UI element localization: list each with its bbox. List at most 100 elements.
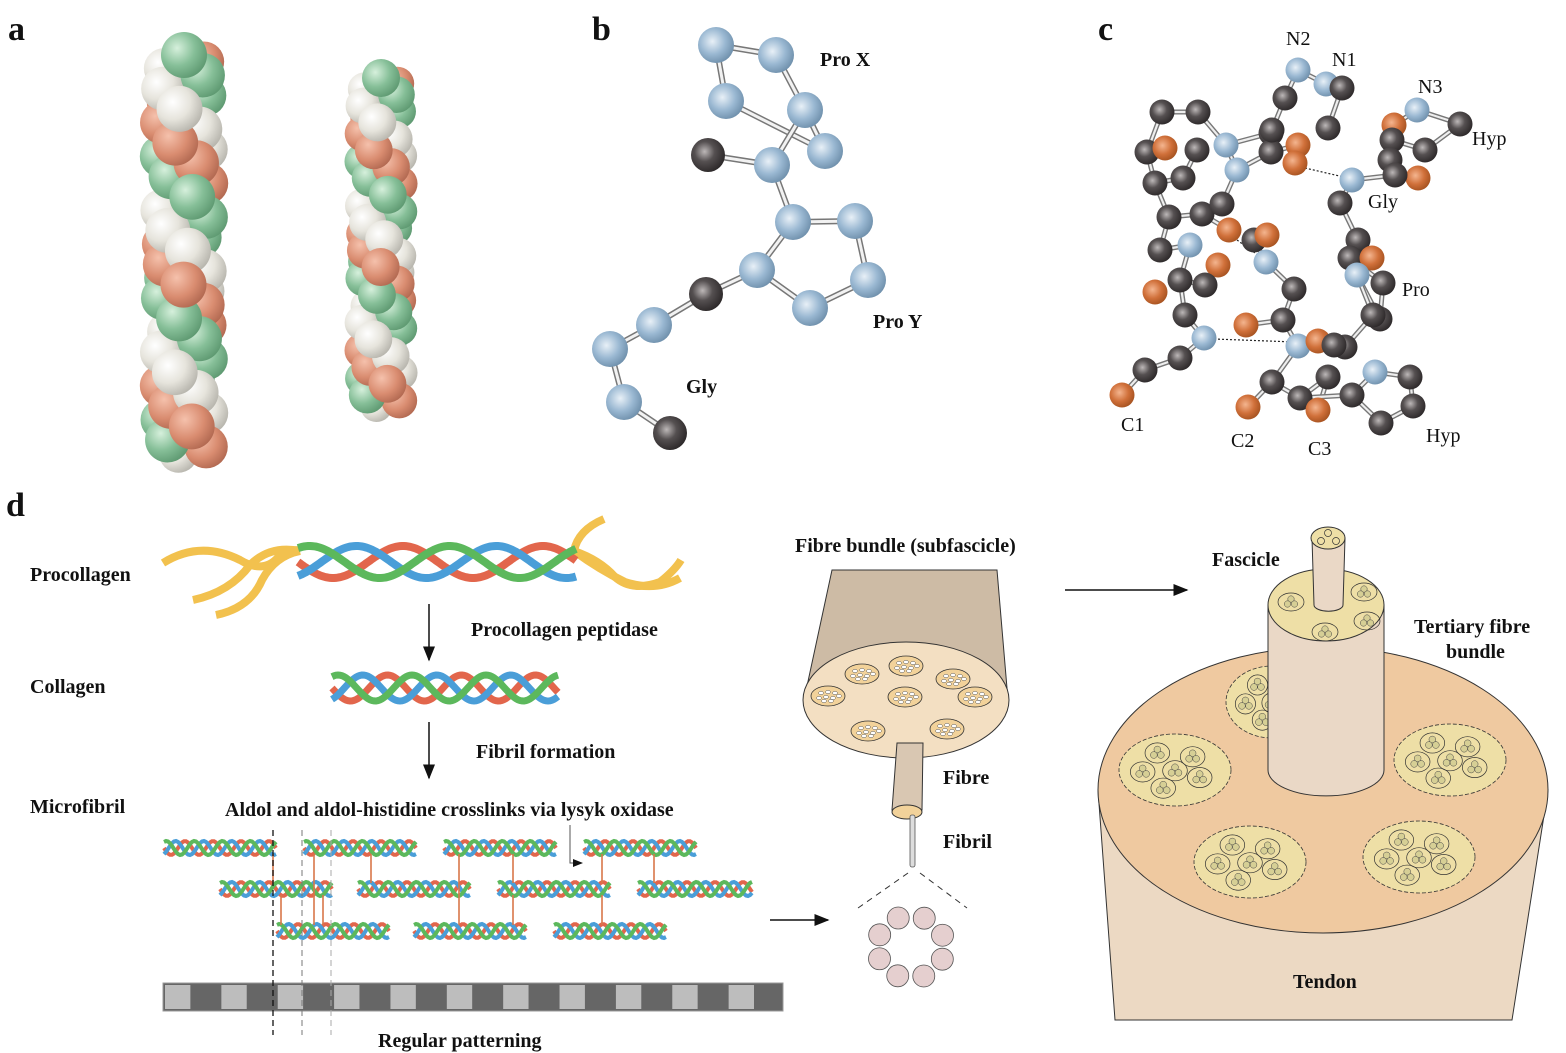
helix-atom xyxy=(161,32,207,78)
triple-helix-long-model xyxy=(139,32,229,473)
fibril-cross-section xyxy=(818,691,824,695)
fibril-cross-section xyxy=(858,726,864,730)
carbon-atom xyxy=(1258,139,1284,165)
oxygen-atom xyxy=(1235,394,1261,420)
fibril-cross-section xyxy=(862,677,868,681)
helix-atom xyxy=(354,131,393,170)
fibril-cross-section xyxy=(865,725,871,729)
fibre-bundle-unit xyxy=(1407,873,1415,881)
label-regular-patterning: Regular patterning xyxy=(378,1030,542,1052)
oxygen-atom xyxy=(1152,135,1178,161)
fibril-cross-section xyxy=(955,727,961,731)
carbon-atom xyxy=(1259,117,1285,143)
carbon-atom xyxy=(1321,332,1347,358)
carbon-atom xyxy=(1189,201,1215,227)
label-gly-b: Gly xyxy=(686,376,717,398)
fibril-cross-section xyxy=(910,661,916,665)
carbon-atom xyxy=(653,416,687,450)
carbon-atom xyxy=(1272,85,1298,111)
fibre-bundle-unit xyxy=(1474,765,1482,774)
fibre-bundle-unit xyxy=(1271,862,1279,870)
propeptide-strand xyxy=(571,547,682,591)
fibril-shaft xyxy=(909,814,916,868)
nitrogen-atom xyxy=(775,204,811,240)
fibre-bundle-unit xyxy=(1463,739,1472,747)
fascicle xyxy=(1406,847,1432,869)
fascicle-cross-sections xyxy=(1277,582,1381,642)
microfibril-unit xyxy=(886,906,910,930)
fibre-bundle-unit xyxy=(1246,855,1254,863)
fascicle xyxy=(1129,761,1156,783)
fibril-cross-section xyxy=(907,697,913,701)
bond-highlight xyxy=(725,99,826,153)
propeptide-strand xyxy=(570,515,606,552)
fibre-bundle-unit xyxy=(1425,741,1433,749)
nitrogen-atom xyxy=(1253,249,1279,275)
fascicle xyxy=(1419,732,1446,754)
gap-zone xyxy=(390,985,416,1009)
fibre-bundle-unit xyxy=(1157,751,1165,759)
carbon-atom xyxy=(1147,237,1173,263)
red-strand xyxy=(275,922,391,940)
fibre-bundle-unit xyxy=(1417,760,1425,768)
red-strand xyxy=(295,542,579,582)
fibre-bundle-unit xyxy=(1325,630,1332,638)
microfibril-unit xyxy=(931,923,954,947)
carbon-atom xyxy=(1315,364,1341,390)
red-strand xyxy=(329,671,561,705)
fascicle-face xyxy=(1310,526,1346,550)
carbon-atom xyxy=(1156,204,1182,230)
carbon-atom xyxy=(1397,364,1423,390)
label-c1: C1 xyxy=(1121,414,1144,436)
fibril-cross-section xyxy=(961,677,967,681)
carbon-atom xyxy=(1132,357,1158,383)
fibre-bundle-unit xyxy=(1232,843,1240,851)
fibre-bundle-unit xyxy=(1234,872,1242,881)
fascicle xyxy=(1388,829,1415,851)
green-strand xyxy=(413,921,528,941)
tertiary-bundle-shaft xyxy=(1267,604,1385,797)
fibre-bundle-unit xyxy=(1210,862,1218,870)
label-n1: N1 xyxy=(1332,49,1356,71)
label-collagen: Collagen xyxy=(30,676,106,698)
fibre-bundle-unit xyxy=(1253,677,1262,686)
fibre-bundle-unit xyxy=(1153,745,1162,754)
fascicle xyxy=(1254,838,1281,860)
helix-atom xyxy=(358,103,397,142)
fibre-bundle-unit xyxy=(1434,770,1442,779)
green-strand xyxy=(163,838,278,858)
helix-atom xyxy=(152,119,199,166)
red-strand xyxy=(162,839,278,857)
red-strand xyxy=(412,922,528,940)
fibre-bundle-unit xyxy=(1214,856,1222,865)
fibre-bundle-unit xyxy=(1418,856,1427,864)
carbon-atom xyxy=(1172,302,1198,328)
carbon-atom xyxy=(1149,99,1175,125)
fibril-cross-section xyxy=(866,669,872,673)
green-strand xyxy=(357,879,472,899)
blue-strand xyxy=(356,879,471,899)
fascicle xyxy=(1150,777,1176,799)
fibril-cross-section xyxy=(948,678,954,682)
blue-strand xyxy=(302,838,417,858)
fibre-bundle-unit xyxy=(1228,837,1237,846)
blue-strand xyxy=(162,838,277,858)
gap-zone xyxy=(615,985,642,1009)
nitrogen-atom xyxy=(758,37,794,73)
fibre-bundle-unit xyxy=(1171,763,1179,771)
nitrogen-atom xyxy=(754,147,790,183)
fascicle xyxy=(1179,746,1206,768)
fibre-bundle-unit xyxy=(1411,856,1420,864)
gap-zone xyxy=(165,985,191,1009)
helix-atom xyxy=(368,364,407,403)
fibre-bundle-unit xyxy=(1217,862,1225,870)
label-n3: N3 xyxy=(1418,76,1442,98)
nitrogen-atom xyxy=(636,307,672,343)
fibre-bundle-unit xyxy=(1263,841,1272,849)
panel-letter-c: c xyxy=(1098,11,1113,48)
fibre-bundle-unit xyxy=(1442,759,1451,767)
label-crosslinks: Aldol and aldol-histidine crosslinks via… xyxy=(225,799,674,821)
panel-letter-a: a xyxy=(8,11,25,48)
nitrogen-atom xyxy=(837,203,873,239)
nitrogen-atom xyxy=(1339,167,1365,193)
